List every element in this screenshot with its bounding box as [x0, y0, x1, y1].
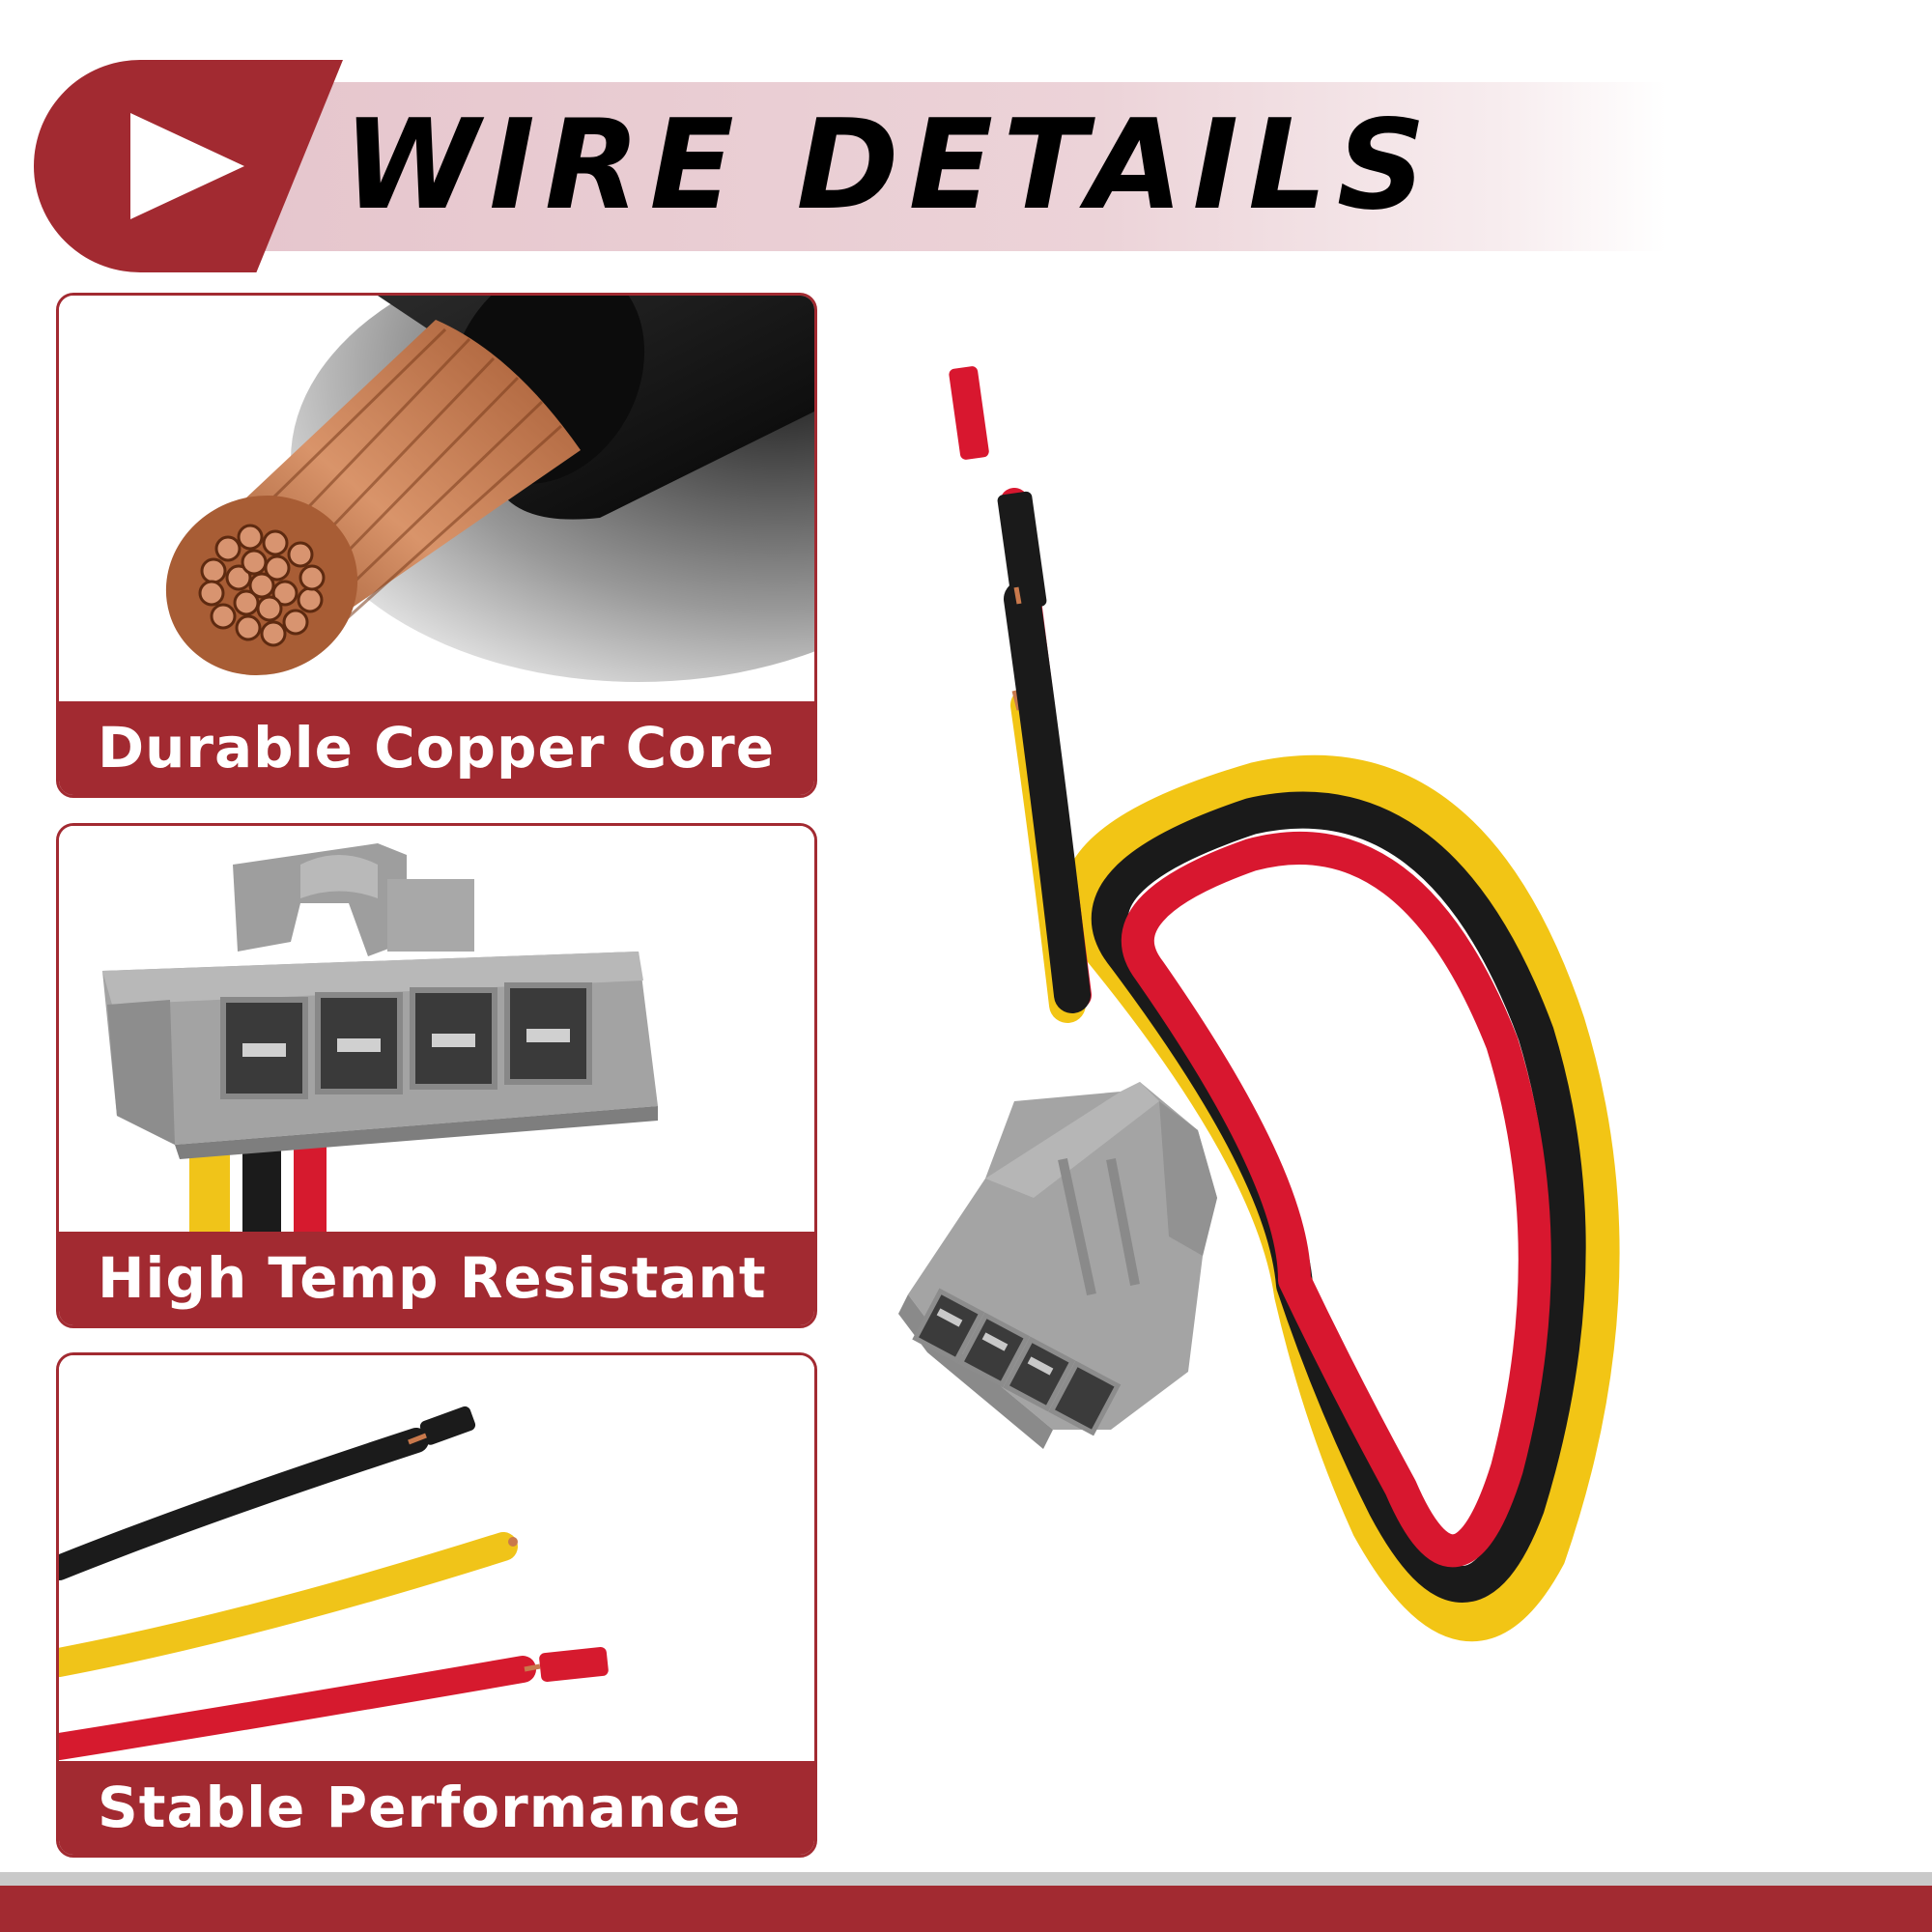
connector-housing-image: [59, 826, 814, 1232]
footer-divider: [0, 1872, 1932, 1886]
play-icon: [130, 113, 244, 219]
feature-card-high-temp: High Temp Resistant: [56, 823, 817, 1328]
copper-core-image: [59, 296, 814, 701]
feature-card-copper-core: Durable Copper Core: [56, 293, 817, 798]
header-stripe: [246, 82, 1666, 251]
feature-caption-copper: Durable Copper Core: [59, 701, 814, 795]
product-pigtail-image: [869, 328, 1913, 1729]
wire-ends-image: [59, 1355, 814, 1761]
feature-caption-stable: Stable Performance: [59, 1761, 814, 1855]
page-title: WIRE DETAILS: [343, 94, 1435, 238]
footer-bar: [0, 1886, 1932, 1932]
feature-card-stable-performance: Stable Performance: [56, 1352, 817, 1858]
header-banner: WIRE DETAILS: [0, 0, 1932, 290]
feature-caption-temp: High Temp Resistant: [59, 1232, 814, 1325]
